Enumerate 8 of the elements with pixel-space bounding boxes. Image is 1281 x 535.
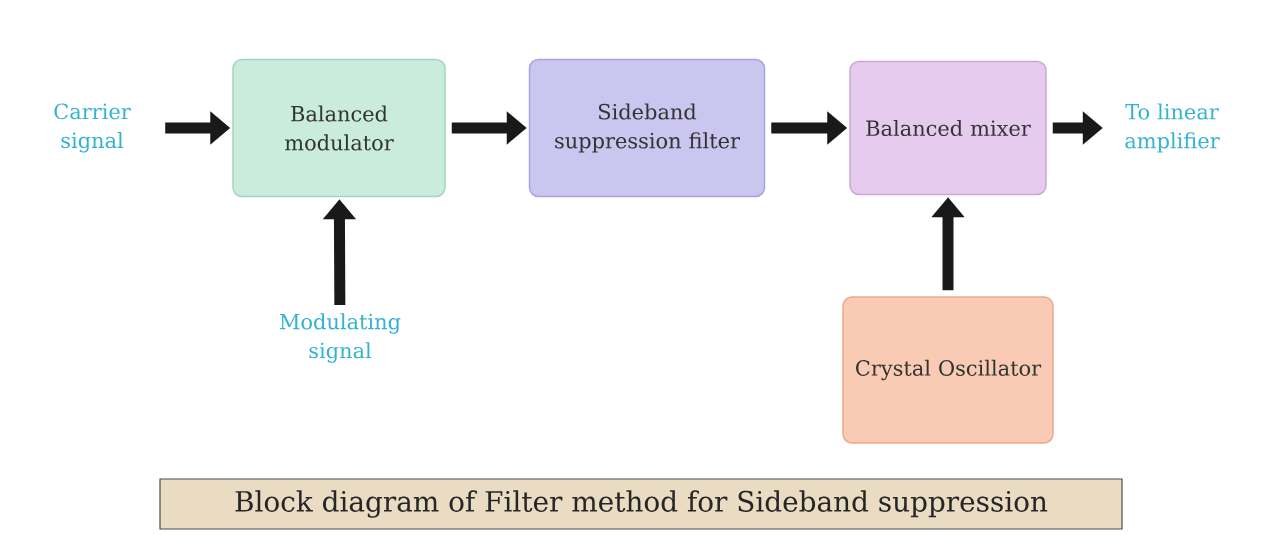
caption-box: Block diagram of Filter method for Sideband suppression <box>159 478 1123 530</box>
process-box: Crystal Oscillator <box>842 296 1054 444</box>
process-box: Balanced modulator <box>232 58 446 198</box>
signal-label: Modulating signal <box>280 313 401 363</box>
process-box: Sideband suppression filter <box>528 58 766 198</box>
signal-label: Carrier signal <box>54 103 131 153</box>
process-box: Balanced mixer <box>849 60 1047 196</box>
signal-label: To linear amplifier <box>1125 103 1220 153</box>
